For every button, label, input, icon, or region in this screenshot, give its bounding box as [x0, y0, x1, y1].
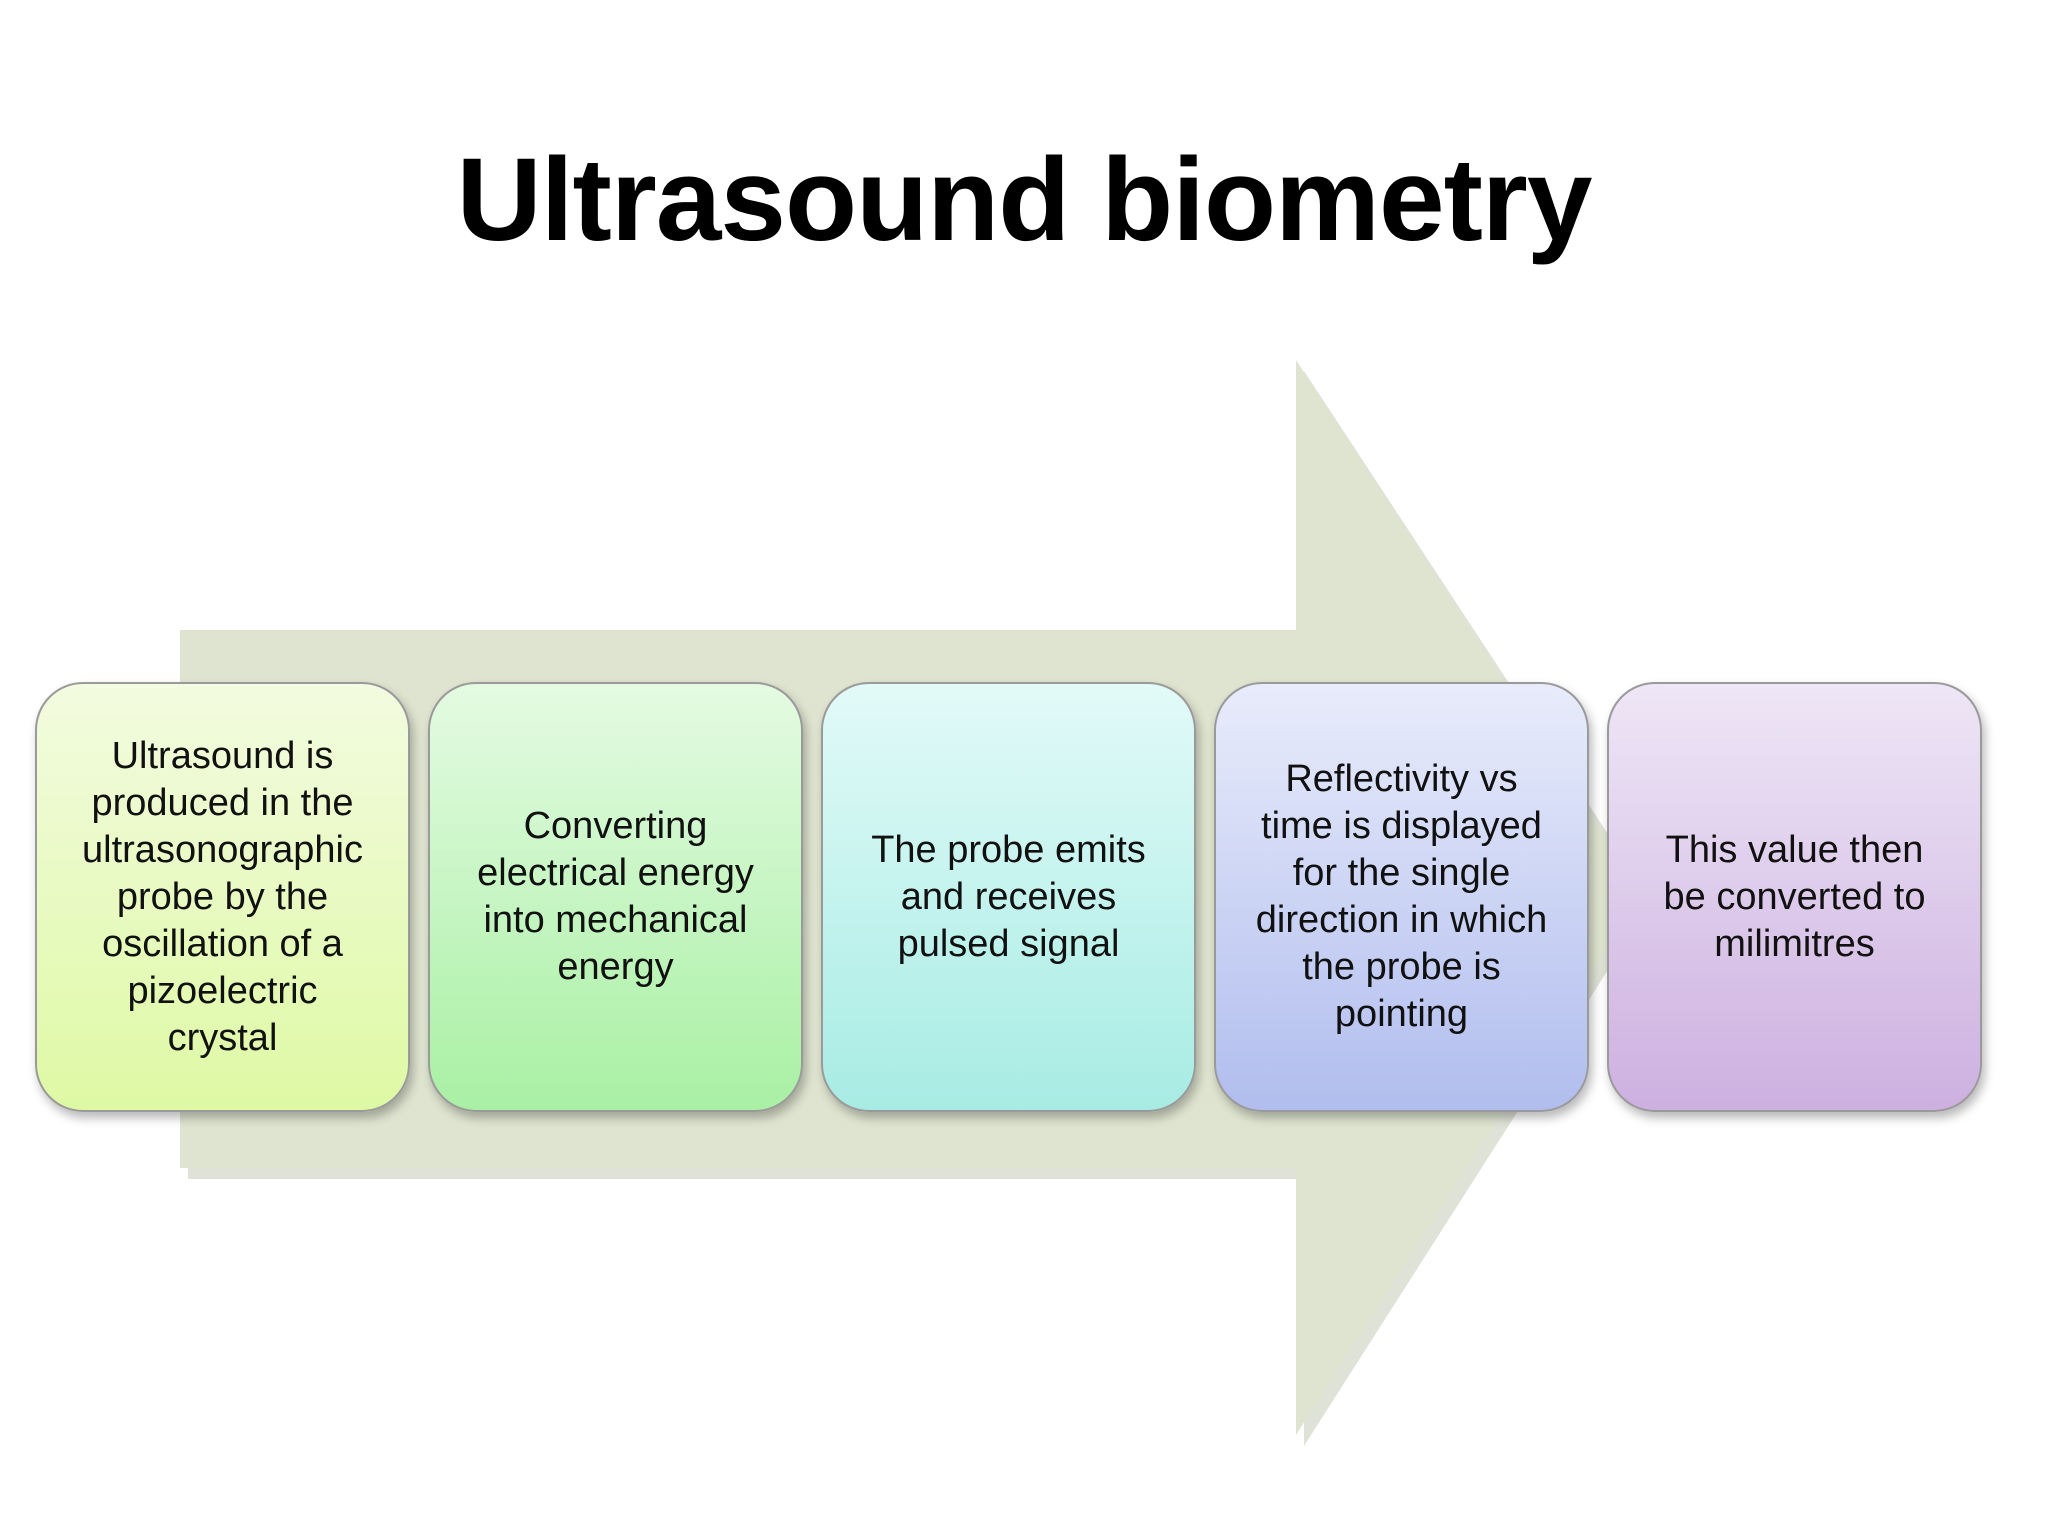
- process-step-3-text: The probe emits and receives pulsed sign…: [871, 828, 1146, 965]
- process-step-2-text: Converting electrical energy into mechan…: [477, 805, 754, 988]
- process-step-3: The probe emits and receives pulsed sign…: [821, 682, 1196, 1112]
- process-step-4-text: Reflectivity vs time is displayed for th…: [1255, 758, 1548, 1035]
- slide-title: Ultrasound biometry: [456, 134, 1593, 266]
- process-step-1-text: Ultrasound is produced in the ultrasonog…: [82, 734, 363, 1059]
- process-step-5: This value then be converted to milimitr…: [1607, 682, 1982, 1112]
- process-step-5-text: This value then be converted to milimitr…: [1663, 828, 1926, 965]
- process-step-2: Converting electrical energy into mechan…: [428, 682, 803, 1112]
- process-step-1: Ultrasound is produced in the ultrasonog…: [35, 682, 410, 1112]
- process-step-4: Reflectivity vs time is displayed for th…: [1214, 682, 1589, 1112]
